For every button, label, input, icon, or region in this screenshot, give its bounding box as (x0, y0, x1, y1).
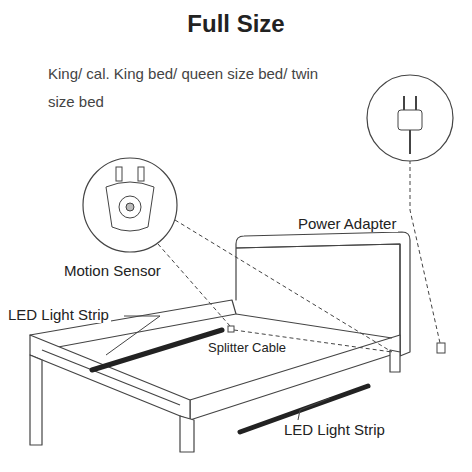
callout-outline (82, 157, 178, 253)
callout-outline (366, 74, 454, 162)
title: Full Size (0, 10, 472, 38)
callout-label: Motion Sensor (62, 262, 163, 279)
part-label: Splitter Cable (206, 340, 288, 355)
callout-circle: Motion Sensor (82, 157, 178, 253)
caption: King/ cal. King bed/ queen size bed/ twi… (48, 60, 338, 116)
callout-label: Power Adapter (296, 215, 398, 232)
callout-circle: Power Adapter (366, 74, 454, 162)
part-label: LED Light Strip (6, 306, 111, 323)
part-label: LED Light Strip (282, 421, 387, 438)
